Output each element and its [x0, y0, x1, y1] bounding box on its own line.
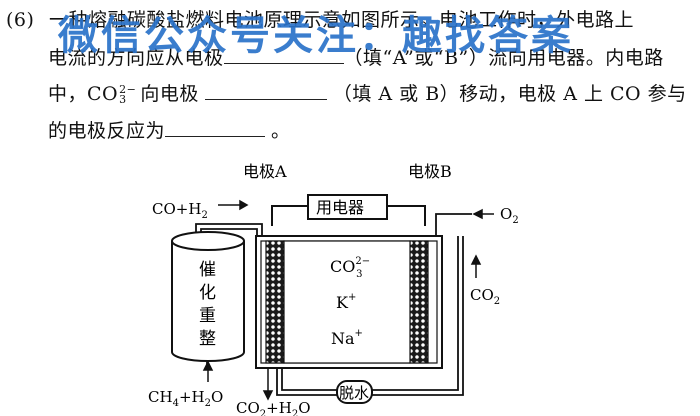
- device-box: [307, 194, 388, 220]
- o2-label: O2: [500, 205, 519, 226]
- question-line-3-text-c: （填 A 或 B）移动，电极 A 上 CO 参与: [332, 83, 687, 105]
- dewater-label: 脱水: [339, 384, 369, 402]
- question-line-1-text: 一种熔融碳酸盐燃料电池原理示意如图所示。电池工作时，外电路上: [48, 9, 634, 31]
- question-line-4-end: 。: [271, 120, 291, 142]
- reformer-inlet-arrow: [202, 360, 214, 382]
- question-line-2: 电流的方向应从电极 （填“A”或“B”）流向用电器。内电路: [48, 45, 664, 70]
- question-line-2-text-b: （填“A”或“B”）流向用电器。内电路: [343, 47, 664, 69]
- electrode-b-label: 电极B: [408, 162, 452, 181]
- carbonate-charge: 2−: [119, 83, 137, 96]
- co2-recycle-pipe: [372, 236, 464, 396]
- answer-blank-3[interactable]: [165, 118, 266, 137]
- electrode-a: [265, 240, 285, 364]
- question-number: (6): [6, 9, 35, 31]
- question-line-4: 的电极反应为 。: [48, 118, 291, 143]
- co2-arrow: [470, 254, 482, 278]
- reformer-char-1: 催: [199, 260, 216, 280]
- ion-potassium: K+: [336, 292, 356, 312]
- question-line-3-text-b: 向电极: [140, 83, 199, 105]
- dewater-connector: [276, 368, 337, 396]
- question-line-2-text-a: 电流的方向应从电极: [48, 47, 224, 69]
- question-line-4-text-a: 的电极反应为: [48, 120, 166, 142]
- reformer-feed-label: CH4+H2O: [148, 388, 223, 409]
- o2-pipe: [435, 213, 472, 236]
- inlet-co-h2-label: CO+H2: [152, 200, 208, 221]
- question-line-3-text-a: 中，CO: [48, 83, 119, 105]
- electrolyte: [283, 240, 411, 364]
- electrode-b: [409, 240, 429, 364]
- watermark-text: 微信公众号关注：趣找答案: [58, 13, 574, 59]
- o2-arrow: [472, 208, 494, 220]
- reformer-cylinder: [171, 231, 245, 362]
- ion-carbonate: CO2−3: [330, 256, 370, 280]
- question-line-1: (6) 一种熔融碳酸盐燃料电池原理示意如图所示。电池工作时，外电路上: [6, 8, 634, 32]
- dewater-box: [336, 380, 373, 404]
- electrode-a-label: 电极A: [243, 162, 287, 181]
- reformer-char-4: 整: [199, 329, 216, 349]
- reformer-char-3: 重: [199, 306, 216, 326]
- co2-label: CO2: [470, 286, 500, 307]
- outlet-arrow: [262, 368, 274, 401]
- reformer-char-2: 化: [199, 283, 216, 303]
- device-label: 用电器: [316, 198, 364, 217]
- external-circuit: [271, 205, 426, 226]
- ion-sodium: Na+: [331, 328, 363, 348]
- cell-housing: [255, 235, 443, 369]
- outlet-label: CO2+H2O: [236, 399, 311, 416]
- answer-blank-2[interactable]: [204, 81, 327, 100]
- inlet-arrow: [218, 199, 249, 211]
- carbonate-subscript: 3: [119, 93, 127, 106]
- answer-blank-1[interactable]: [223, 45, 344, 64]
